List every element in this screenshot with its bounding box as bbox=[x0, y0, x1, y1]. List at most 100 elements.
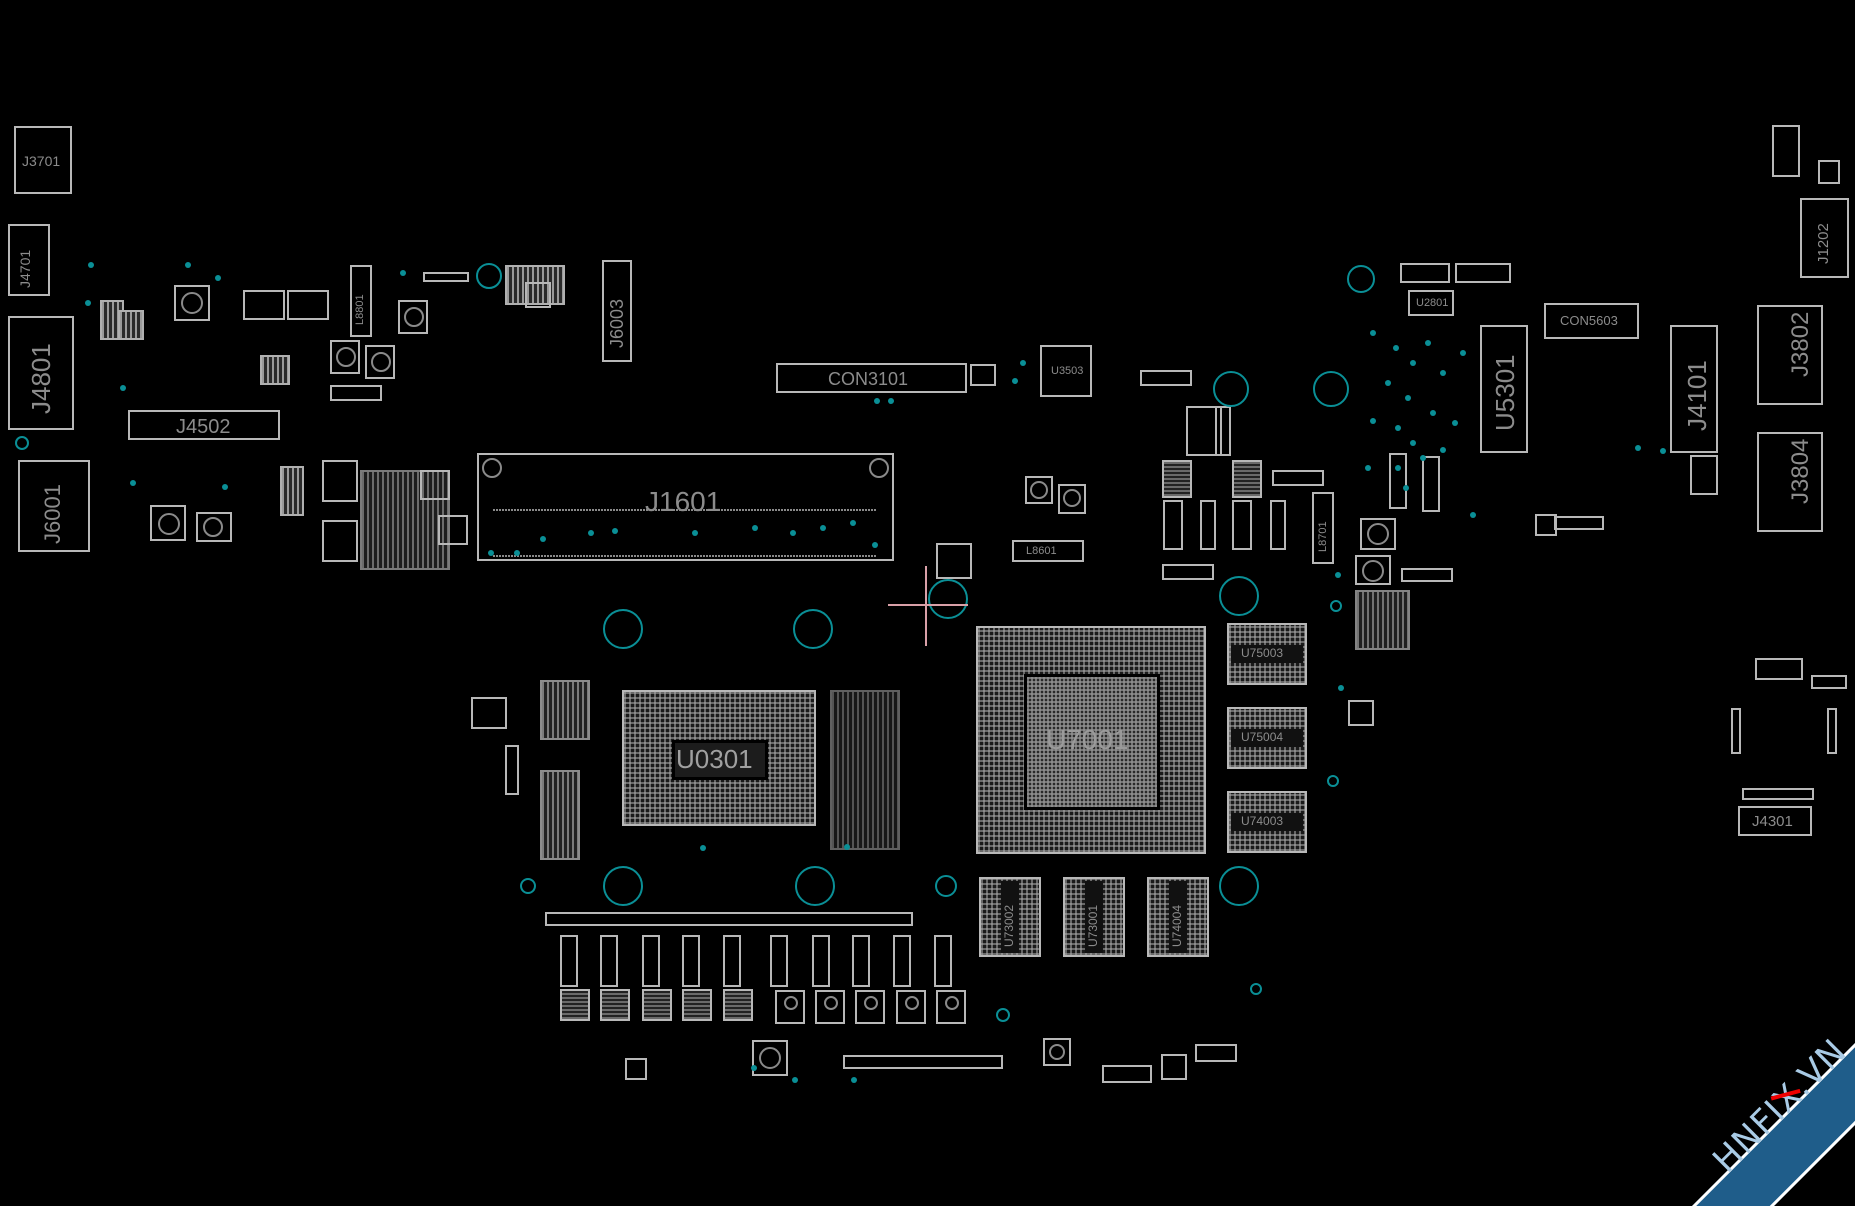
mosfet[interactable] bbox=[642, 989, 672, 1021]
mosfet[interactable] bbox=[815, 990, 845, 1024]
inductor[interactable] bbox=[1348, 700, 1374, 726]
mosfet[interactable] bbox=[855, 990, 885, 1024]
component[interactable] bbox=[1401, 568, 1453, 582]
smd-part[interactable] bbox=[280, 466, 304, 516]
mosfet[interactable] bbox=[1162, 460, 1192, 498]
smd-part[interactable] bbox=[260, 355, 290, 385]
inductor[interactable] bbox=[723, 935, 741, 987]
inductor[interactable] bbox=[625, 1058, 647, 1080]
smd-part[interactable] bbox=[540, 770, 580, 860]
inductor[interactable] bbox=[174, 285, 210, 321]
cpu-u0301[interactable]: U0301 bbox=[622, 690, 816, 826]
connector-j3701[interactable]: J3701 bbox=[14, 126, 72, 194]
inductor[interactable] bbox=[560, 935, 578, 987]
inductor[interactable] bbox=[1389, 453, 1407, 509]
component[interactable] bbox=[1742, 788, 1814, 800]
inductor[interactable] bbox=[1025, 476, 1053, 504]
inductor-l8801[interactable]: L8801 bbox=[350, 265, 372, 337]
inductor[interactable] bbox=[322, 460, 358, 502]
inductor[interactable] bbox=[936, 543, 972, 579]
component[interactable] bbox=[330, 385, 382, 401]
connector-strip[interactable] bbox=[545, 912, 913, 926]
inductor[interactable] bbox=[330, 340, 360, 374]
connector-j4301[interactable]: J4301 bbox=[1738, 806, 1812, 836]
inductor[interactable] bbox=[1043, 1038, 1071, 1066]
inductor[interactable] bbox=[1186, 406, 1222, 456]
inductor[interactable] bbox=[852, 935, 870, 987]
inductor-l8601[interactable]: L8601 bbox=[1012, 540, 1084, 562]
inductor[interactable] bbox=[1163, 500, 1183, 550]
inductor[interactable] bbox=[1535, 514, 1557, 536]
mosfet[interactable] bbox=[600, 989, 630, 1021]
inductor[interactable] bbox=[600, 935, 618, 987]
inductor[interactable] bbox=[812, 935, 830, 987]
inductor[interactable] bbox=[1355, 555, 1391, 585]
vram-u75004[interactable]: U75004 bbox=[1227, 707, 1307, 769]
inductor[interactable] bbox=[287, 290, 329, 320]
vram-u73001[interactable]: U73001 bbox=[1063, 877, 1125, 957]
ic-u3503[interactable]: U3503 bbox=[1040, 345, 1092, 397]
connector-j4801[interactable]: J4801 bbox=[8, 316, 74, 430]
component[interactable] bbox=[1554, 516, 1604, 530]
component[interactable] bbox=[505, 745, 519, 795]
component[interactable] bbox=[1811, 675, 1847, 689]
smd-part[interactable] bbox=[1355, 590, 1410, 650]
connector-con5603[interactable]: CON5603 bbox=[1544, 303, 1639, 339]
mosfet[interactable] bbox=[682, 989, 712, 1021]
mosfet[interactable] bbox=[560, 989, 590, 1021]
inductor[interactable] bbox=[1161, 1054, 1187, 1080]
smd-part[interactable] bbox=[118, 310, 144, 340]
inductor[interactable] bbox=[1360, 518, 1396, 550]
component[interactable] bbox=[1455, 263, 1511, 283]
connector-j1202[interactable]: J1202 bbox=[1800, 198, 1849, 278]
connector-j1601[interactable]: J1601 bbox=[477, 453, 894, 561]
mosfet[interactable] bbox=[723, 989, 753, 1021]
inductor[interactable] bbox=[1232, 500, 1252, 550]
component[interactable] bbox=[1818, 160, 1840, 184]
inductor[interactable] bbox=[365, 345, 395, 379]
vram-u74003[interactable]: U74003 bbox=[1227, 791, 1307, 853]
connector-j3802[interactable]: J3802 bbox=[1757, 305, 1823, 405]
vram-u73002[interactable]: U73002 bbox=[979, 877, 1041, 957]
gpu-u7001[interactable]: U7001 bbox=[976, 626, 1206, 854]
inductor[interactable] bbox=[752, 1040, 788, 1076]
connector-j4101[interactable]: J4101 bbox=[1670, 325, 1718, 453]
connector-j6003[interactable]: J6003 bbox=[602, 260, 632, 362]
inductor[interactable] bbox=[642, 935, 660, 987]
smd-part[interactable] bbox=[540, 680, 590, 740]
component[interactable] bbox=[1272, 470, 1324, 486]
inductor[interactable] bbox=[682, 935, 700, 987]
mosfet[interactable] bbox=[1232, 460, 1262, 498]
inductor[interactable] bbox=[420, 470, 450, 500]
component[interactable] bbox=[1755, 658, 1803, 680]
connector-j6001[interactable]: J6001 bbox=[18, 460, 90, 552]
mosfet[interactable] bbox=[936, 990, 966, 1024]
connector-j4502[interactable]: J4502 bbox=[128, 410, 280, 440]
connector-con3101[interactable]: CON3101 bbox=[776, 363, 967, 393]
component[interactable] bbox=[1195, 1044, 1237, 1062]
connector[interactable] bbox=[1772, 125, 1800, 177]
inductor[interactable] bbox=[1215, 406, 1231, 456]
inductor[interactable] bbox=[893, 935, 911, 987]
inductor[interactable] bbox=[471, 697, 507, 729]
connector-j3804[interactable]: J3804 bbox=[1757, 432, 1823, 532]
inductor[interactable] bbox=[322, 520, 358, 562]
inductor[interactable] bbox=[525, 282, 551, 308]
smd-part[interactable] bbox=[505, 265, 565, 305]
component[interactable] bbox=[1731, 708, 1741, 754]
connector-u5301[interactable]: U5301 bbox=[1480, 325, 1528, 453]
component[interactable] bbox=[1140, 370, 1192, 386]
smd-part[interactable] bbox=[830, 690, 900, 850]
connector-j4701[interactable]: J4701 bbox=[8, 224, 50, 296]
inductor[interactable] bbox=[438, 515, 468, 545]
component[interactable] bbox=[1400, 263, 1450, 283]
connector-strip[interactable] bbox=[843, 1055, 1003, 1069]
inductor[interactable] bbox=[150, 505, 186, 541]
inductor[interactable] bbox=[1422, 456, 1440, 512]
inductor[interactable] bbox=[934, 935, 952, 987]
component[interactable] bbox=[1102, 1065, 1152, 1083]
vram-u74004[interactable]: U74004 bbox=[1147, 877, 1209, 957]
inductor[interactable] bbox=[243, 290, 285, 320]
component[interactable] bbox=[423, 272, 469, 282]
